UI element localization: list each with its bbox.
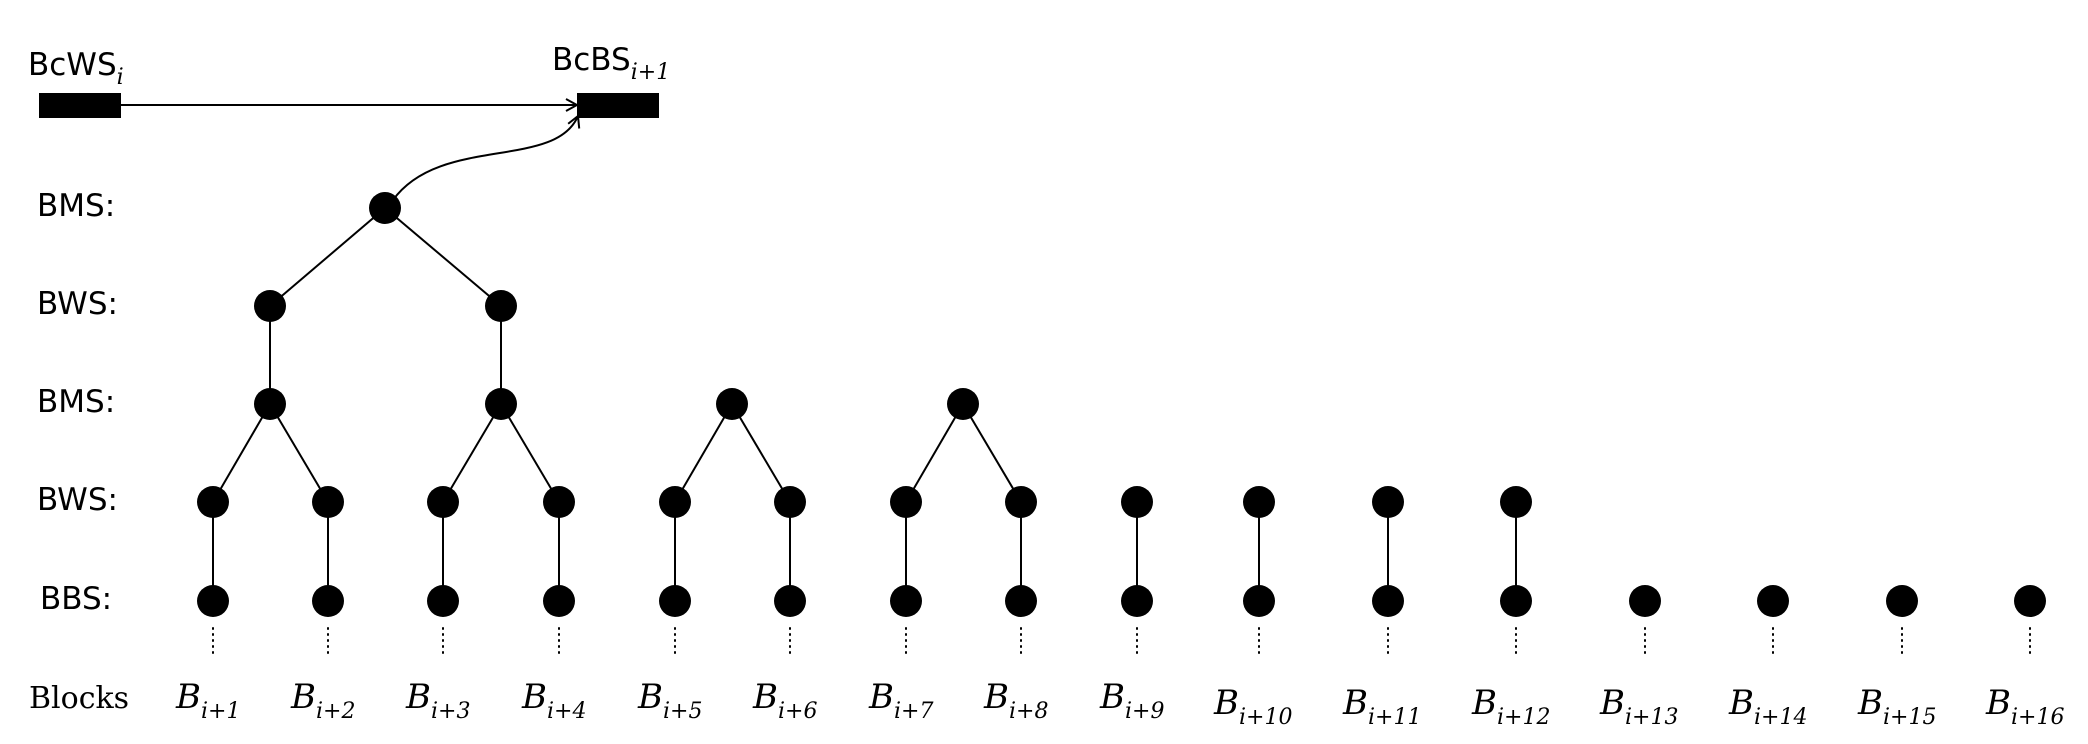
block-label: Bi+3 bbox=[405, 677, 470, 724]
bbs-node bbox=[1757, 585, 1789, 617]
row-label-bws-lower: BWS: bbox=[37, 482, 118, 518]
bws-lower-node bbox=[543, 486, 575, 518]
bbs-node bbox=[2014, 585, 2046, 617]
bbs-node bbox=[312, 585, 344, 617]
edge bbox=[442, 403, 502, 503]
bms-lower-node bbox=[716, 388, 748, 420]
row-label-bms-lower: BMS: bbox=[37, 384, 115, 420]
bbs-node bbox=[1121, 585, 1153, 617]
block-label: Bi+1 bbox=[175, 677, 240, 724]
block-label: Bi+7 bbox=[868, 677, 933, 724]
bws-lower-node bbox=[427, 486, 459, 518]
bws-lower-node bbox=[1372, 486, 1404, 518]
block-labels: Bi+1 Bi+2 Bi+3 Bi+4 Bi+5 Bi+6 Bi+7 Bi+8 … bbox=[175, 677, 2064, 730]
bbs-node bbox=[543, 585, 575, 617]
bms-top-node bbox=[369, 192, 401, 224]
bws-lower-node bbox=[1243, 486, 1275, 518]
bbs-node bbox=[890, 585, 922, 617]
bbs-node bbox=[1500, 585, 1532, 617]
bws-lower-node bbox=[1500, 486, 1532, 518]
edge bbox=[962, 403, 1022, 503]
bbs-node bbox=[659, 585, 691, 617]
checkpoint-right-bar bbox=[577, 93, 659, 118]
bbs-node bbox=[427, 585, 459, 617]
checkpoint-right-label: BcBSi+1 bbox=[552, 42, 670, 85]
block-label: Bi+9 bbox=[1099, 677, 1164, 724]
bws-lower-node bbox=[1121, 486, 1153, 518]
bbs-node bbox=[1005, 585, 1037, 617]
block-label: Bi+6 bbox=[752, 677, 817, 724]
block-label: Bi+15 bbox=[1857, 683, 1936, 730]
block-label: Bi+16 bbox=[1985, 683, 2064, 730]
bms-lower-node bbox=[947, 388, 979, 420]
bws-upper-node bbox=[485, 290, 517, 322]
row-label-bbs: BBS: bbox=[40, 581, 112, 617]
block-label: Bi+10 bbox=[1213, 683, 1292, 730]
edge bbox=[731, 403, 791, 503]
bbs-node bbox=[1886, 585, 1918, 617]
block-label: Bi+14 bbox=[1728, 683, 1807, 730]
bws-lower-node bbox=[312, 486, 344, 518]
block-label: Bi+13 bbox=[1599, 683, 1678, 730]
bws-lower-node bbox=[659, 486, 691, 518]
bws-upper-node bbox=[254, 290, 286, 322]
edge bbox=[269, 403, 329, 503]
block-label: Bi+8 bbox=[983, 677, 1048, 724]
root-to-checkpoint-arrow bbox=[392, 116, 578, 201]
tree-edges bbox=[212, 207, 1517, 601]
block-label: Bi+11 bbox=[1342, 683, 1421, 730]
bws-lower-node bbox=[1005, 486, 1037, 518]
tree-nodes bbox=[197, 192, 2046, 617]
bms-lower-node bbox=[485, 388, 517, 420]
bms-lower-node bbox=[254, 388, 286, 420]
row-label-bms-top: BMS: bbox=[37, 188, 115, 224]
bbs-node bbox=[1243, 585, 1275, 617]
bbs-node bbox=[1372, 585, 1404, 617]
checkpoint-left-label: BcWSi bbox=[28, 47, 124, 90]
edge bbox=[212, 403, 271, 503]
edge bbox=[269, 207, 386, 307]
bbs-node bbox=[1629, 585, 1661, 617]
row-label-blocks: Blocks bbox=[29, 681, 129, 716]
edge bbox=[500, 403, 560, 503]
bws-lower-node bbox=[774, 486, 806, 518]
bws-lower-node bbox=[197, 486, 229, 518]
edge bbox=[674, 403, 733, 503]
bbs-node bbox=[774, 585, 806, 617]
edge bbox=[384, 207, 502, 307]
bws-lower-node bbox=[890, 486, 922, 518]
block-label: Bi+5 bbox=[637, 677, 702, 724]
dotted-connectors bbox=[212, 627, 2031, 657]
block-label: Bi+12 bbox=[1471, 683, 1550, 730]
block-label: Bi+2 bbox=[290, 677, 355, 724]
checkpoint-left-bar bbox=[39, 93, 121, 118]
row-label-bws-upper: BWS: bbox=[37, 286, 118, 322]
block-label: Bi+4 bbox=[521, 677, 586, 724]
edge bbox=[905, 403, 964, 503]
bbs-node bbox=[197, 585, 229, 617]
